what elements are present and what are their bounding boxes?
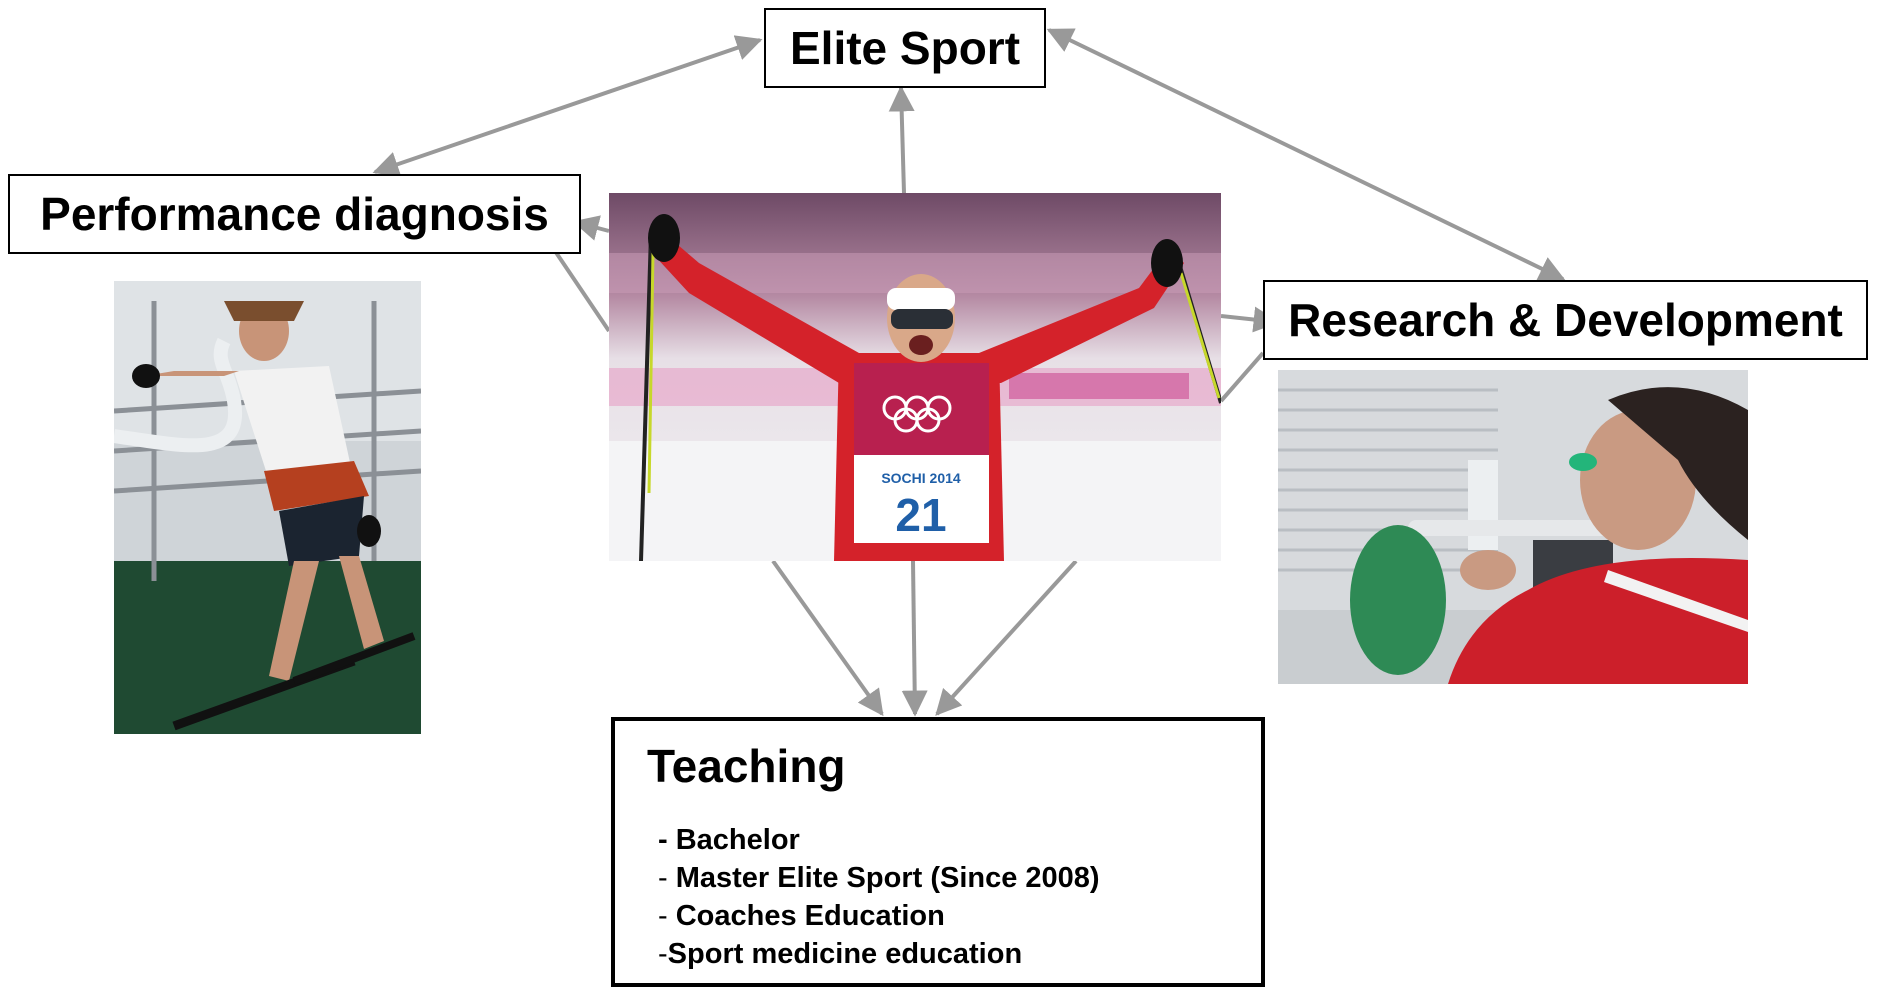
teaching-item: - Master Elite Sport (Since 2008) bbox=[658, 859, 1261, 897]
arrow-elite-perf bbox=[372, 35, 763, 177]
arrow-photo-teach-right bbox=[935, 559, 1078, 716]
bib-number-text: 21 bbox=[895, 489, 946, 541]
node-teaching: Teaching - Bachelor - Master Elite Sport… bbox=[611, 717, 1265, 987]
node-elite-sport-label: Elite Sport bbox=[789, 22, 1021, 74]
teaching-item-text: Coaches Education bbox=[675, 900, 945, 932]
node-elite-sport: Elite Sport bbox=[764, 8, 1046, 88]
node-performance-diagnosis-label: Performance diagnosis bbox=[40, 188, 549, 240]
connector-rd-photo bbox=[1219, 351, 1265, 403]
node-research-development-label: Research & Development bbox=[1288, 294, 1843, 346]
arrow-elite-rd bbox=[1046, 28, 1566, 281]
respiratory-test-photo bbox=[1278, 370, 1748, 684]
teaching-item-prefix: - bbox=[658, 862, 676, 894]
teaching-item: -Sport medicine education bbox=[658, 935, 1261, 973]
teaching-item-prefix: - bbox=[658, 938, 668, 970]
teaching-item: - Bachelor bbox=[658, 821, 1261, 859]
teaching-item-text: Master Elite Sport (Since 2008) bbox=[675, 862, 1100, 894]
teaching-item-prefix: - bbox=[658, 824, 676, 856]
node-performance-diagnosis: Performance diagnosis bbox=[8, 174, 581, 254]
teaching-item-text: Bachelor bbox=[675, 824, 800, 856]
arrow-photo-teach-mid bbox=[901, 560, 928, 717]
arrow-photo-elite bbox=[888, 85, 915, 194]
teaching-title: Teaching bbox=[647, 740, 846, 792]
bib-event-text: SOCHI 2014 bbox=[881, 470, 961, 486]
skier-celebration-photo: SOCHI 2014 21 bbox=[609, 193, 1221, 561]
node-research-development: Research & Development bbox=[1263, 280, 1868, 360]
teaching-item: - Coaches Education bbox=[658, 897, 1261, 935]
lab-treadmill-photo bbox=[114, 281, 421, 734]
teaching-list: - Bachelor - Master Elite Sport (Since 2… bbox=[635, 821, 1261, 973]
teaching-item-text: Sport medicine education bbox=[667, 938, 1023, 970]
connector-perf-photo bbox=[551, 246, 611, 333]
arrow-photo-teach-left bbox=[771, 559, 884, 717]
teaching-item-prefix: - bbox=[658, 900, 676, 932]
